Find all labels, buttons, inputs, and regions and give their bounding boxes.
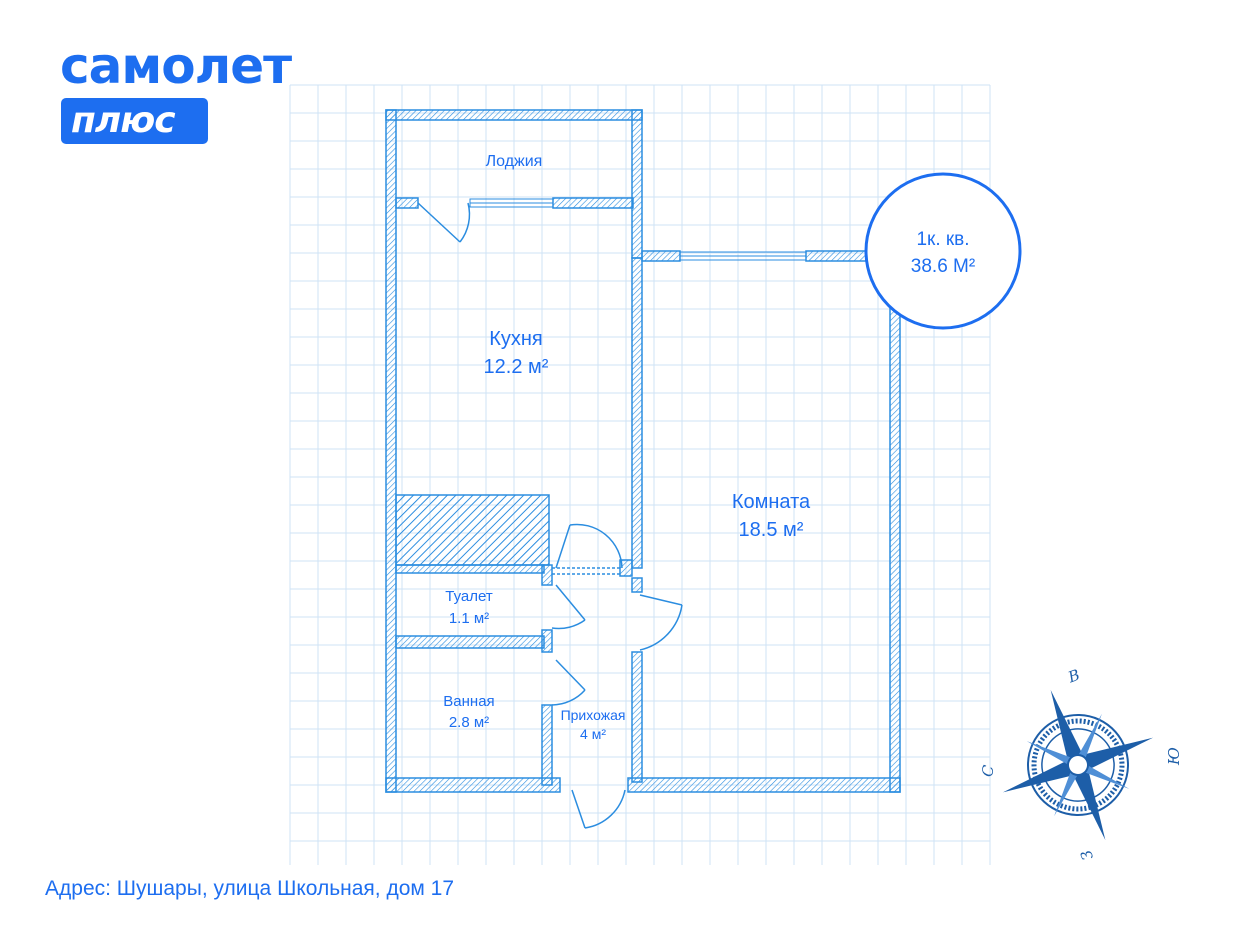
bathroom-name: Ванная xyxy=(443,693,494,710)
bathroom-area: 2.8 м² xyxy=(449,714,489,731)
ventilation-shaft xyxy=(395,494,550,566)
compass-label-s: З xyxy=(1077,848,1097,863)
hallway-area: 4 м² xyxy=(580,726,606,742)
compass-label-n: В xyxy=(1065,666,1082,687)
brand-logo-text: самолет xyxy=(60,37,292,95)
room-name: Комната xyxy=(732,491,811,513)
doors xyxy=(417,202,683,829)
apartment-badge-circle xyxy=(864,172,1022,330)
compass-rose-icon xyxy=(1002,689,1154,841)
compass-label-e: Ю xyxy=(1165,747,1183,766)
brand-logo-badge: плюс xyxy=(61,98,208,144)
apartment-area: 38.6 М² xyxy=(911,256,975,277)
kitchen-name: Кухня xyxy=(489,328,543,350)
kitchen-area: 12.2 м² xyxy=(484,356,549,378)
address-text: Адрес: Шушары, улица Школьная, дом 17 xyxy=(45,877,455,900)
brand-logo-badge-text: плюс xyxy=(71,100,176,141)
compass-label-w: С xyxy=(978,763,998,778)
hallway-name: Прихожая xyxy=(561,707,626,723)
room-area: 18.5 м² xyxy=(739,519,804,541)
apartment-type: 1к. кв. xyxy=(916,229,969,250)
walls xyxy=(385,109,901,793)
loggia-name: Лоджия xyxy=(486,153,543,170)
windows xyxy=(469,198,807,261)
toilet-area: 1.1 м² xyxy=(449,610,489,627)
toilet-name: Туалет xyxy=(445,588,493,605)
